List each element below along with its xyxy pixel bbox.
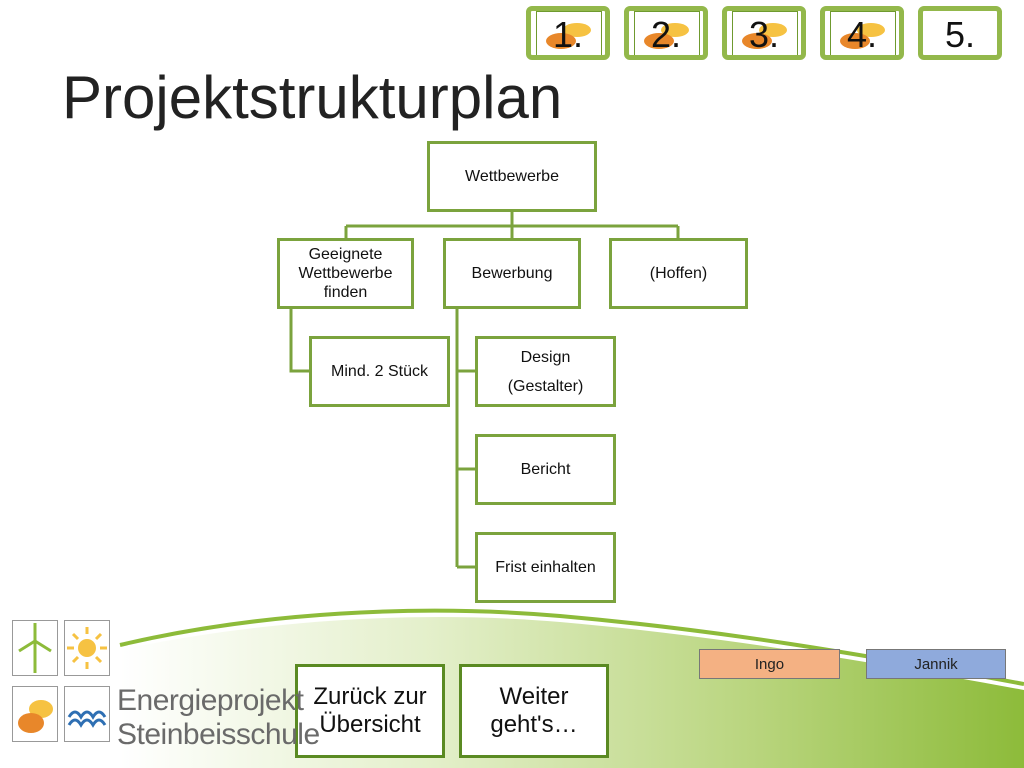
tab-4-label: 4. <box>846 14 878 55</box>
node-geeignete-wettbewerbe: Geeignete Wettbewerbe finden <box>277 238 414 309</box>
tab-1-label: 1. <box>552 14 584 55</box>
back-to-overview-button[interactable]: Zurück zur Übersicht <box>295 664 445 758</box>
node-mind-2-stueck: Mind. 2 Stück <box>309 336 450 407</box>
speech-bubble-icon <box>12 686 58 742</box>
node-frist-einhalten: Frist einhalten <box>475 532 616 603</box>
water-waves-icon <box>64 686 110 742</box>
tab-5-label: 5. <box>944 14 976 55</box>
tab-3-label: 3. <box>748 14 780 55</box>
author-ingo-button[interactable]: Ingo <box>699 649 840 679</box>
tab-2[interactable]: 2. <box>624 6 708 60</box>
page-title: Projektstrukturplan <box>62 64 563 131</box>
tab-1[interactable]: 1. <box>526 6 610 60</box>
speech-bubble-icon <box>546 23 591 49</box>
node-design: Design (Gestalter) <box>475 336 616 407</box>
node-bericht: Bericht <box>475 434 616 505</box>
tab-3[interactable]: 3. <box>722 6 806 60</box>
tab-2-label: 2. <box>650 14 682 55</box>
node-bewerbung: Bewerbung <box>443 238 581 309</box>
speech-bubble-icon <box>742 23 787 49</box>
tab-4[interactable]: 4. <box>820 6 904 60</box>
wind-turbine-icon <box>12 620 58 676</box>
author-jannik-button[interactable]: Jannik <box>866 649 1006 679</box>
speech-bubble-icon <box>644 23 689 49</box>
tab-5[interactable]: 5. <box>918 6 1002 60</box>
logo-line-2: Steinbeisschule <box>117 718 320 751</box>
node-hoffen: (Hoffen) <box>609 238 748 309</box>
node-root: Wettbewerbe <box>427 141 597 212</box>
speech-bubble-icon <box>840 23 885 49</box>
logo-line-1: Energieprojekt <box>117 684 304 717</box>
sun-icon <box>64 620 110 676</box>
next-button[interactable]: Weiter geht's… <box>459 664 609 758</box>
